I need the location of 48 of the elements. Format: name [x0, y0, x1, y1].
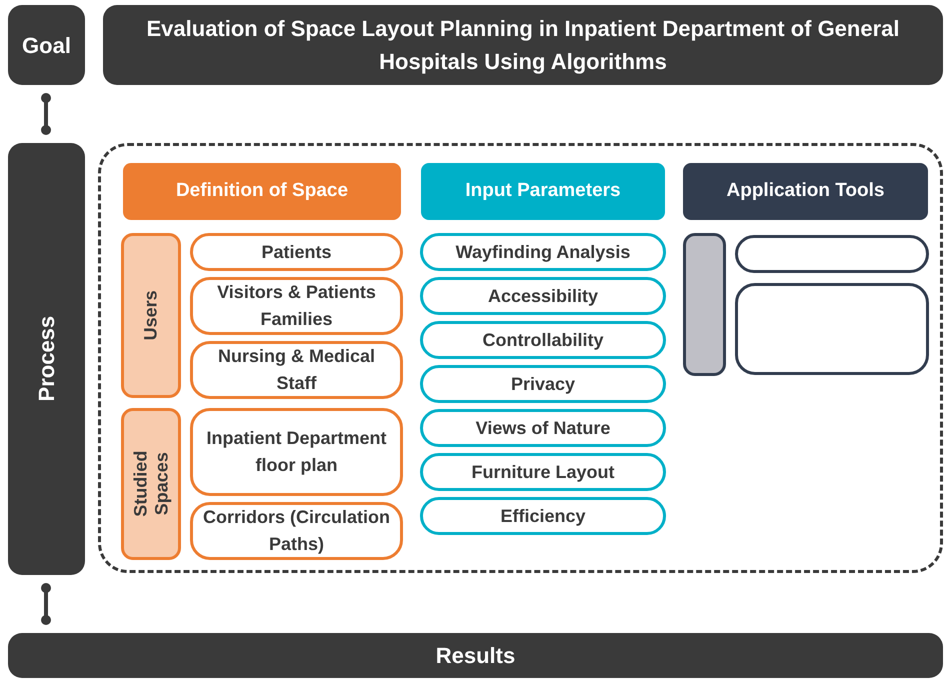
node-text: Accessibility [488, 284, 598, 308]
category-tab [683, 233, 726, 376]
node-text: Goal [22, 32, 71, 60]
item-pill [420, 233, 666, 271]
node-text: Inpatient Department floor plan [205, 427, 388, 477]
item-pill [420, 409, 666, 447]
connector-line [41, 93, 51, 135]
node-text: Controllability [482, 328, 604, 352]
item-pill [190, 277, 403, 335]
node-text: Definition of Space [176, 179, 348, 204]
item-pill [190, 341, 403, 399]
node-text: Studied Spaces [130, 451, 172, 517]
item-pill [735, 235, 929, 273]
node-text: Nursing & Medical Staff [216, 345, 376, 395]
item-pill [420, 453, 666, 491]
node-text: Users [140, 290, 162, 341]
category-tab [121, 233, 181, 398]
process-band [8, 143, 85, 575]
section-header [421, 163, 665, 220]
title-banner [103, 5, 943, 85]
node-text: Privacy [510, 372, 576, 396]
node-text: Evaluation of Space Layout Planning in Inpatient Department of General Hospitals Using Algorithms [146, 15, 900, 76]
item-pill [735, 283, 929, 375]
item-pill [420, 497, 666, 535]
node-text: Visitors & Patients Families [216, 281, 377, 331]
node-text: Wayfinding Analysis [456, 240, 630, 264]
dashed-container [98, 143, 943, 573]
results-bar [8, 633, 943, 678]
node-text: Input Parameters [465, 179, 621, 204]
node-text: Process [34, 316, 60, 402]
item-pill [190, 233, 403, 271]
node-text: Application Tools [726, 179, 884, 204]
category-tab [121, 408, 181, 560]
node-text: Views of Nature [476, 416, 610, 440]
section-header [683, 163, 928, 220]
node-text: Patients [261, 240, 332, 264]
item-pill [420, 277, 666, 315]
item-pill [420, 321, 666, 359]
connector-line [41, 583, 51, 625]
node-text: Results [436, 642, 516, 670]
item-pill [420, 365, 666, 403]
node-text: Efficiency [500, 504, 586, 528]
goal-label [8, 5, 85, 85]
item-pill [190, 502, 403, 560]
section-header [123, 163, 401, 220]
node-text: Furniture Layout [472, 460, 614, 484]
item-pill [190, 408, 403, 496]
node-text: Corridors (Circulation Paths) [202, 506, 391, 556]
